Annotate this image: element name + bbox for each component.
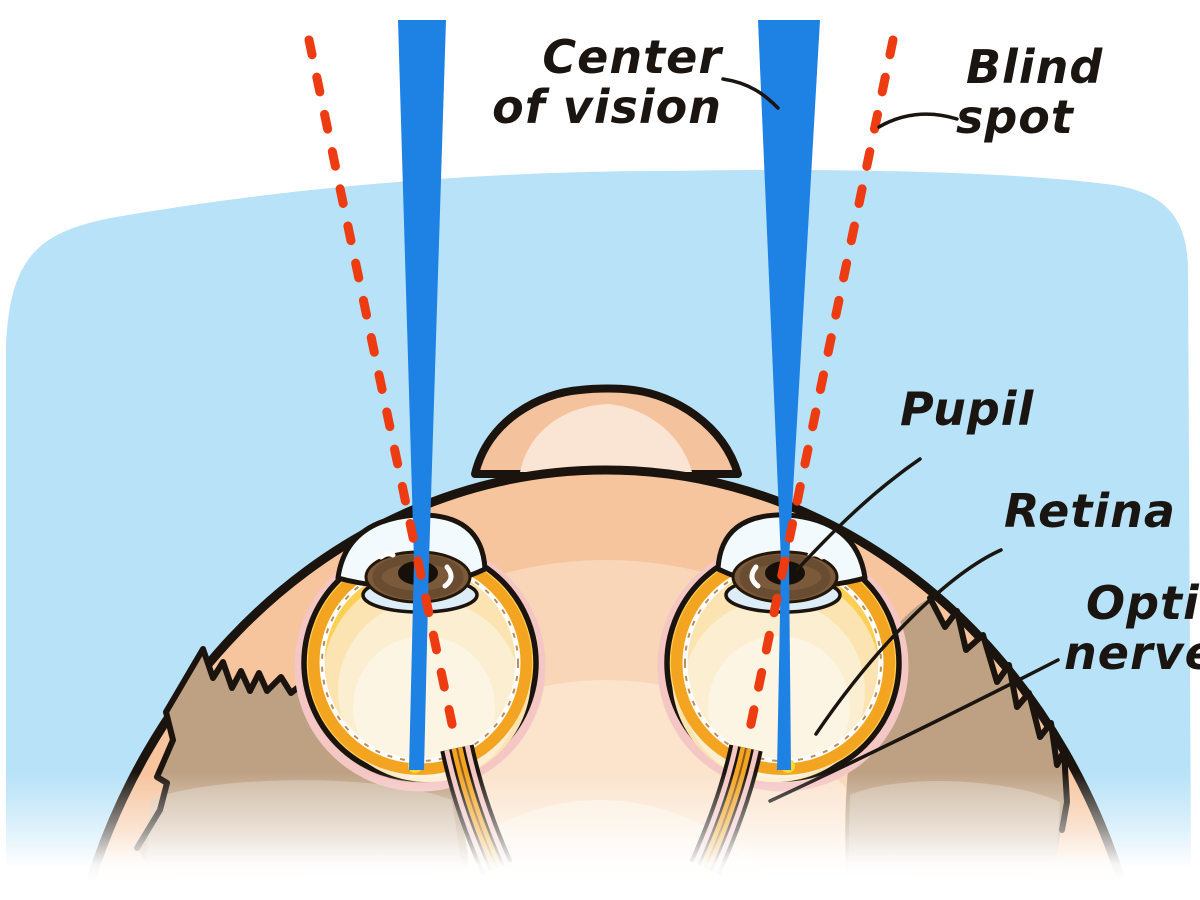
label-optic-nerve: Optic nerve (1064, 578, 1200, 678)
pointer-center-of-vision (721, 77, 780, 110)
label-optic-nerve-line2: nerve (1064, 626, 1200, 680)
label-blind-spot-line2: spot (956, 90, 1074, 144)
label-optic-nerve-line1: Optic (1086, 576, 1200, 630)
vision-beam-left (398, 20, 446, 770)
label-blind-spot-line1: Blind (966, 40, 1104, 94)
label-pupil: Pupil (900, 384, 1034, 434)
pointer-retina (814, 548, 1003, 736)
label-blind-spot: Blind spot (956, 42, 1103, 142)
pointer-pupil (795, 457, 922, 572)
bottom-fade (0, 772, 1200, 900)
nose (471, 384, 742, 478)
vision-beam-right (758, 20, 820, 770)
label-center-of-vision: Center of vision (468, 32, 722, 132)
label-retina-text: Retina (1004, 484, 1176, 538)
label-retina: Retina (1004, 486, 1176, 536)
label-center-of-vision-line2: of vision (492, 80, 722, 134)
pointer-blind-spot (877, 112, 959, 129)
label-pupil-text: Pupil (900, 382, 1035, 436)
blind-spot-axis-left (304, 35, 461, 748)
label-center-of-vision-line1: Center (542, 30, 722, 84)
blind-spot-axis-right (742, 35, 898, 748)
